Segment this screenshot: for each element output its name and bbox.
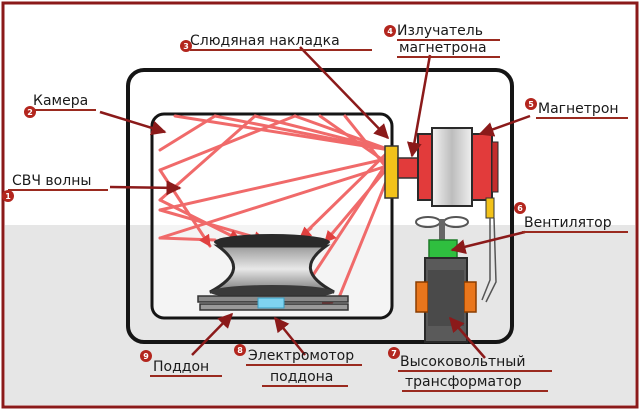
labels: Слюдяная накладка Излучатель магнетрона … — [8, 23, 628, 392]
badge-chamber: 2 — [27, 108, 33, 117]
label-tray-motor-line2: поддона — [270, 369, 333, 385]
badges: 1 2 3 4 5 6 7 8 9 — [2, 25, 537, 362]
label-tray-motor-line1: Электромотор — [248, 348, 354, 364]
pointer-lines — [99, 46, 531, 359]
emitter — [397, 157, 421, 179]
label-transformer-line2: трансформатор — [405, 374, 522, 390]
label-chamber: Камера — [33, 93, 88, 109]
label-fan: Вентилятор — [524, 215, 612, 231]
badge-mica-cover: 3 — [183, 42, 189, 51]
badge-8-circle — [234, 344, 246, 356]
badge-9-circle — [140, 350, 152, 362]
badge-tray-motor: 8 — [237, 346, 243, 355]
label-magnetron: Магнетрон — [538, 101, 619, 117]
transformer — [415, 257, 477, 343]
badge-4-circle — [384, 25, 396, 37]
badge-1-circle — [2, 190, 14, 202]
badge-emitter: 4 — [387, 27, 393, 36]
badge-3-circle — [180, 40, 192, 52]
badge-magnetron: 5 — [528, 100, 534, 109]
label-transformer-line1: Высоковольтный — [400, 354, 525, 370]
badge-2-circle — [24, 106, 36, 118]
badge-transformer: 7 — [391, 349, 397, 358]
badge-tray: 9 — [143, 352, 149, 361]
badge-fan: 6 — [517, 204, 523, 213]
microwave-chamber — [150, 112, 394, 320]
label-mica-cover: Слюдяная накладка — [190, 33, 340, 49]
badge-5-circle — [525, 98, 537, 110]
badge-6-circle — [514, 202, 526, 214]
tray-motor — [257, 297, 285, 309]
microwave-housing — [126, 68, 514, 344]
food-plate — [209, 234, 335, 299]
fan — [415, 216, 469, 259]
label-emitter-line1: Излучатель — [397, 23, 483, 39]
badge-microwaves: 1 — [5, 192, 11, 201]
label-tray: Поддон — [153, 359, 209, 375]
badge-7-circle — [388, 347, 400, 359]
magnetron-body — [417, 127, 499, 219]
mica-cover — [384, 145, 399, 199]
label-emitter-line2: магнетрона — [399, 40, 487, 56]
label-microwaves: СВЧ волны — [12, 173, 91, 189]
